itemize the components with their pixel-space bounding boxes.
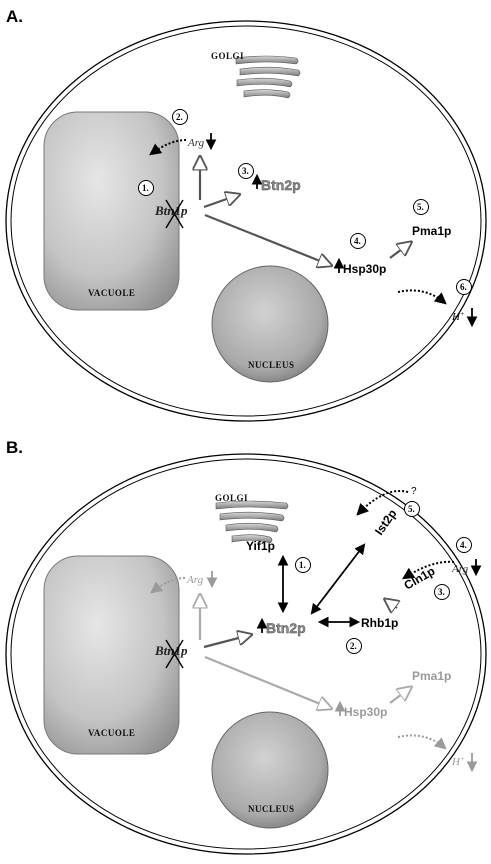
btn1p-label-b: Btn1p <box>154 643 188 658</box>
panel-a: A. GOLGI VACUOLE NUCLEUS Btn1p 2. <box>5 7 487 422</box>
step-markers-a: 2. 1. 3. 4. 5. 6. <box>138 109 472 295</box>
step-markers-b: 1. 2. 3. 4. 5. <box>295 501 472 654</box>
cell-membrane-b <box>5 453 487 855</box>
step-2-a: 2. <box>176 112 183 122</box>
pma1p-label-a: Pma1p <box>412 224 451 238</box>
nucleus-a <box>211 265 329 383</box>
yif1p-label-b: Yif1p <box>246 539 275 553</box>
arg-label-a: Arg <box>187 137 205 149</box>
arg-faded-transport-arrow-b <box>150 577 186 594</box>
step-5-a: 5. <box>417 202 424 212</box>
step-5-b: 5. <box>408 504 415 514</box>
golgi-a <box>235 55 301 99</box>
ist2p-question-b: ? <box>411 486 417 497</box>
pma1p-label-b: Pma1p <box>412 669 451 683</box>
proton-label-a: H+ <box>451 310 465 323</box>
nucleus-label-b: NUCLEUS <box>248 804 295 814</box>
vacuole-a <box>43 111 180 311</box>
btn1p-label-a: Btn1p <box>154 203 188 218</box>
ist2p-transport-arrow-b <box>356 490 409 516</box>
cell-membrane-a <box>5 20 487 422</box>
arg-faded-label-b: Arg <box>186 574 204 586</box>
step-4-a: 4. <box>354 236 361 246</box>
nucleus-label-a: NUCLEUS <box>248 360 295 370</box>
vacuole-label-a: VACUOLE <box>88 288 135 298</box>
golgi-label-b: GOLGI <box>215 493 248 503</box>
step-1-b: 1. <box>299 560 306 570</box>
regulation-arrows-b <box>200 596 410 708</box>
step-3-b: 3. <box>438 587 445 597</box>
regulation-arrows-a <box>200 158 410 265</box>
rhb1p-label-b: Rhb1p <box>361 616 398 630</box>
btn2p-ist2p-interaction-b <box>310 543 366 615</box>
panel-b-letter: B. <box>6 438 23 457</box>
step-6-a: 6. <box>460 282 467 292</box>
hsp30p-label-a: Hsp30p <box>343 262 386 276</box>
proton-efflux-arrow-a <box>397 289 447 305</box>
ist2p-label-b: Ist2p <box>372 507 400 538</box>
deletion-cross-a <box>165 199 184 229</box>
step-3-a: 3. <box>242 166 249 176</box>
nucleus-b <box>211 711 329 829</box>
golgi-label-a: GOLGI <box>211 51 244 61</box>
vacuole-b <box>43 555 180 755</box>
panel-b: B. GOLGI VACUOLE NUCLEUS Btn1p Arg <box>5 438 487 855</box>
golgi-b <box>215 500 289 544</box>
arg-transport-arrow-a <box>149 139 187 156</box>
panel-a-letter: A. <box>6 7 23 26</box>
arg-label-b: Arg <box>451 563 469 575</box>
cln1p-transport-arrow-b <box>401 560 455 580</box>
cln1p-label-b: Cln1p <box>402 564 438 593</box>
btn2p-label-a: Btn2p <box>261 177 301 193</box>
hsp30p-label-b: Hsp30p <box>344 705 387 719</box>
step-1-a: 1. <box>142 183 149 193</box>
proton-efflux-arrow-b <box>397 734 447 750</box>
btn2p-label-b: Btn2p <box>266 620 306 636</box>
proton-label-b: H+ <box>451 755 465 768</box>
deletion-cross-b <box>165 639 184 669</box>
step-4-b: 4. <box>460 540 467 550</box>
step-2-b: 2. <box>350 641 357 651</box>
vacuole-label-b: VACUOLE <box>88 728 135 738</box>
